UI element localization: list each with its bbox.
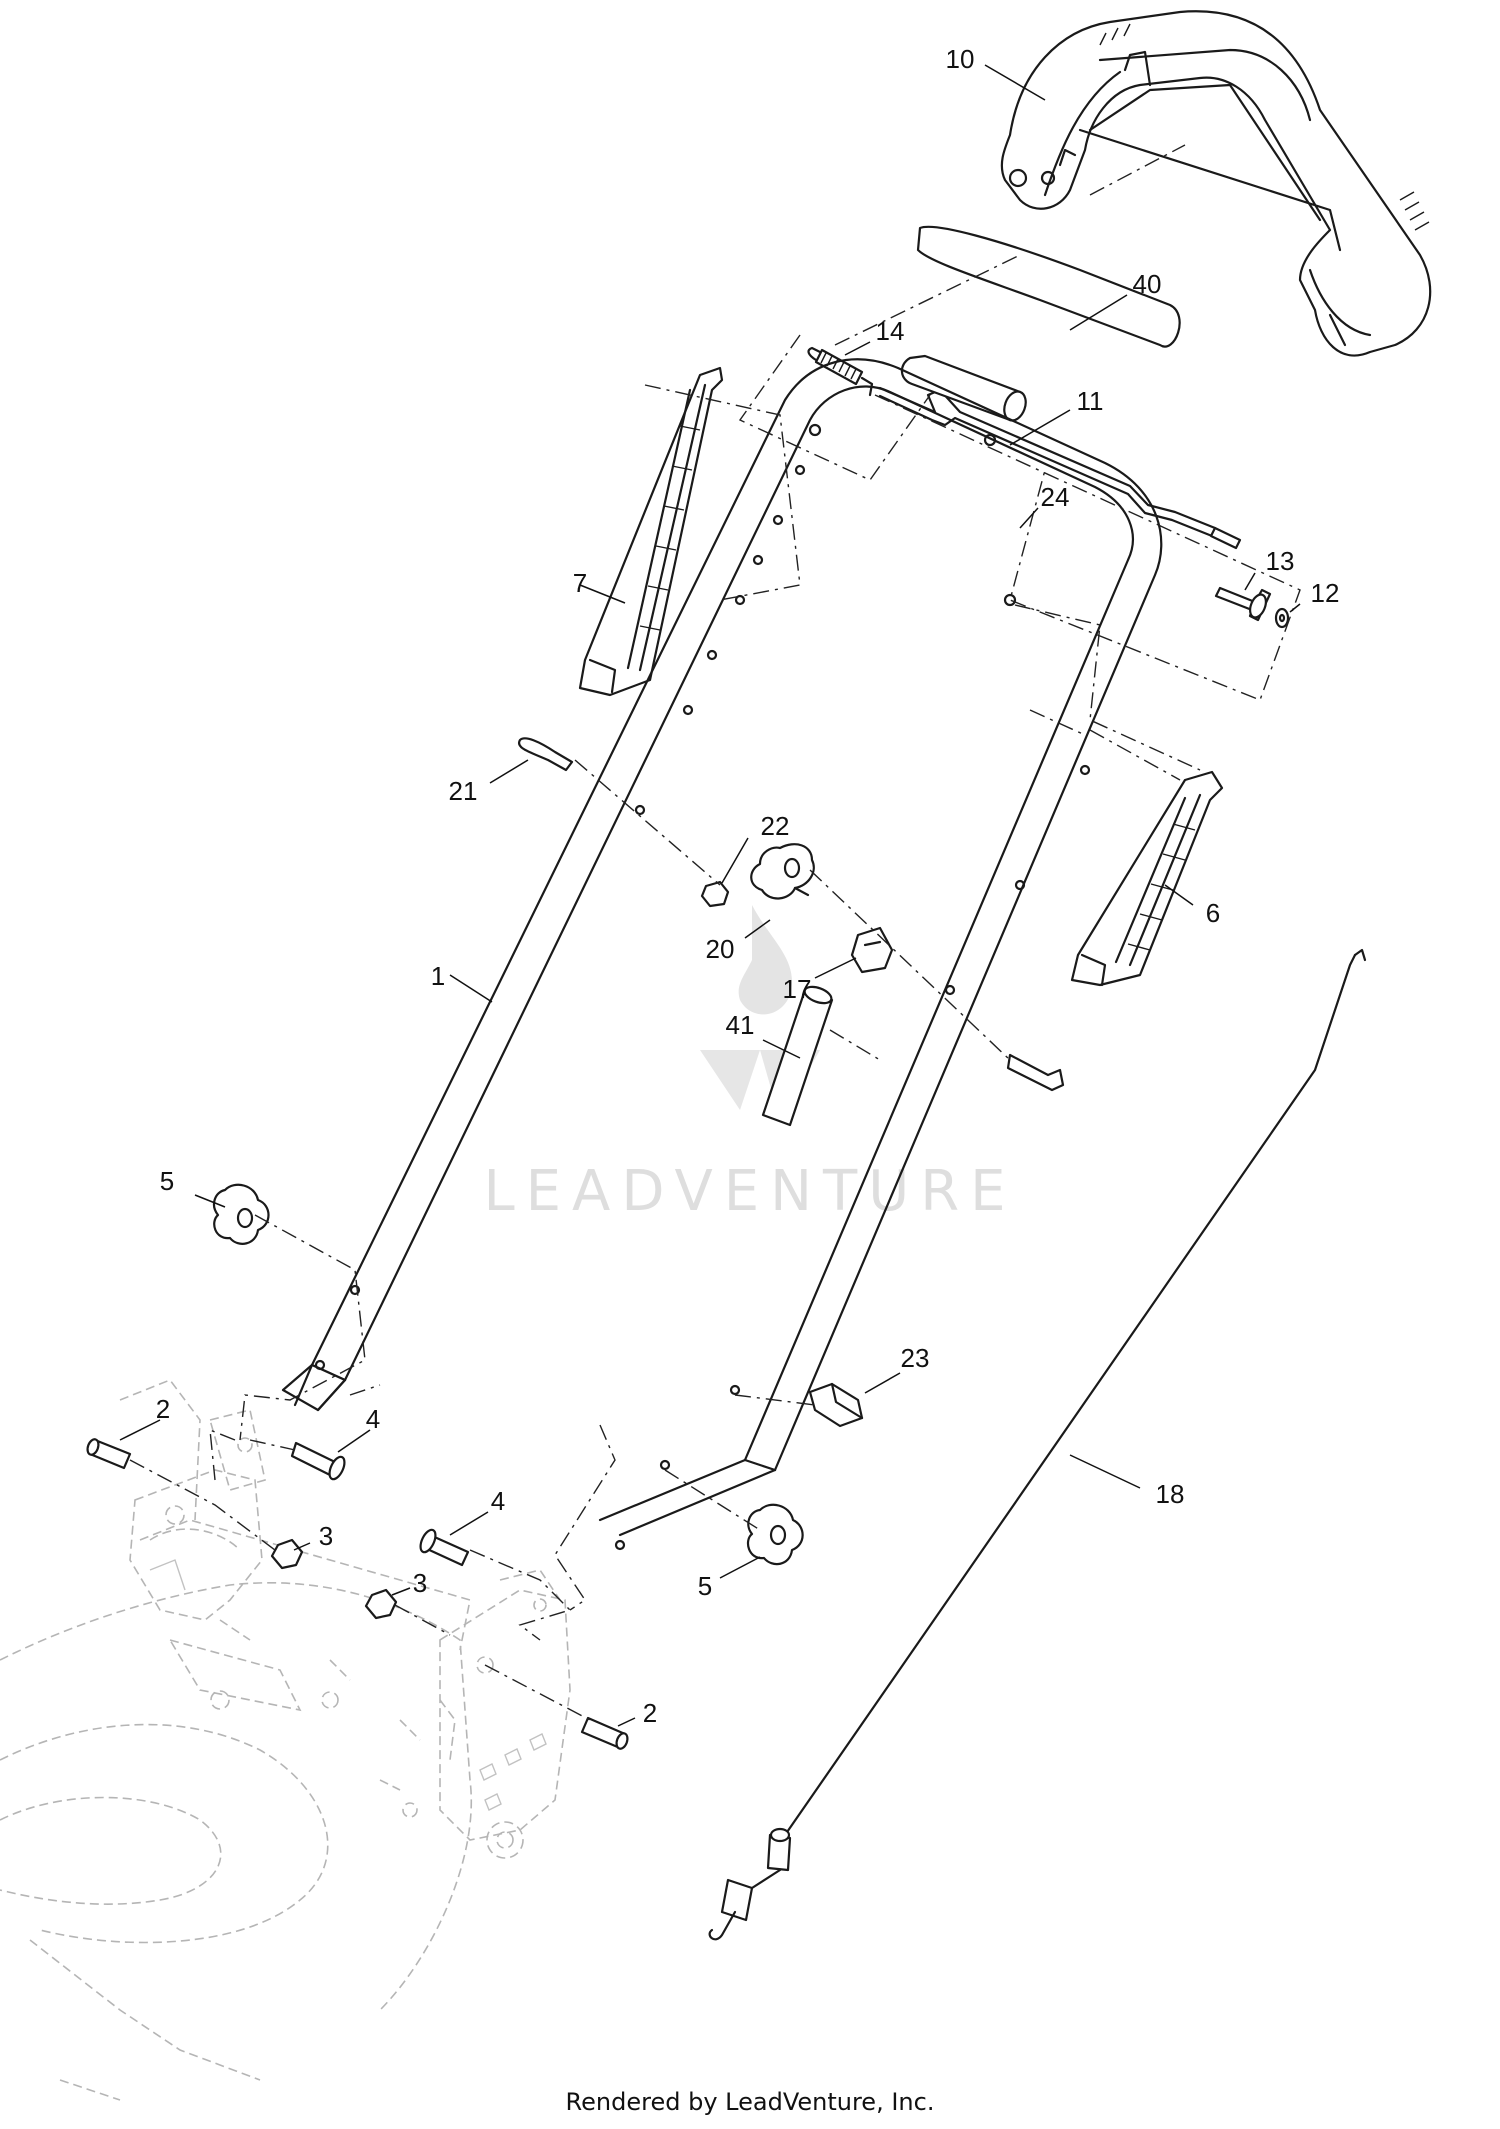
watermark: LEADVENTURE <box>483 905 1016 1224</box>
part-10-upper-handle <box>1000 10 1432 357</box>
part-7-left-guide <box>578 366 724 697</box>
part-6-right-guide <box>1070 770 1224 987</box>
callout-24: 24 <box>1041 482 1070 512</box>
callout-1: 1 <box>431 961 445 991</box>
callout-40: 40 <box>1133 269 1162 299</box>
assembly-lines <box>129 144 1301 1721</box>
callout-20: 20 <box>706 934 735 964</box>
part-5-knob-lower <box>746 1503 804 1566</box>
part-24-tube <box>900 354 1027 422</box>
callout-7: 7 <box>573 568 587 598</box>
callout-11: 11 <box>1077 386 1104 416</box>
part-4-bolt-upper <box>290 1441 346 1481</box>
callout-4-upper: 4 <box>366 1404 380 1434</box>
left-height-bracket <box>129 1409 266 1621</box>
right-height-bracket <box>439 1569 571 1859</box>
callout-12: 12 <box>1311 578 1340 608</box>
callout-17: 17 <box>783 974 812 1004</box>
part-3-nut-lower <box>364 1588 398 1620</box>
callout-18: 18 <box>1156 1479 1185 1509</box>
carriage-bolt <box>1006 1053 1065 1092</box>
callout-22: 22 <box>761 811 790 841</box>
watermark-text: LEADVENTURE <box>483 1159 1016 1224</box>
callout-13: 13 <box>1266 546 1295 576</box>
footer-credit: Rendered by LeadVenture, Inc. <box>566 2088 935 2116</box>
callout-14: 14 <box>876 316 905 346</box>
callout-3-lower: 3 <box>413 1568 427 1598</box>
part-20-knob <box>750 843 815 900</box>
callout-2-left: 2 <box>156 1394 170 1424</box>
part-11-control-bar <box>878 386 1242 550</box>
callout-labels: 10 40 14 11 24 13 12 7 21 22 6 20 17 1 4… <box>156 44 1340 1728</box>
part-4-bolt-lower <box>419 1528 470 1567</box>
part-12-washer <box>1274 607 1290 629</box>
callout-2-right: 2 <box>643 1698 657 1728</box>
part-17-cable-clip <box>850 926 894 974</box>
part-40-grip-pad <box>916 225 1181 348</box>
part-14-spring <box>807 346 874 397</box>
part-5-knob-upper <box>212 1183 270 1245</box>
part-22-nut <box>700 880 730 908</box>
callout-21: 21 <box>449 776 478 806</box>
part-1-main-handle <box>281 358 1163 1551</box>
part-21-pin <box>517 737 574 772</box>
part-23-bushing <box>808 1382 864 1428</box>
callout-5-upper: 5 <box>160 1166 174 1196</box>
callout-23: 23 <box>901 1343 930 1373</box>
callout-4-lower: 4 <box>491 1486 505 1516</box>
part-3-nut-upper <box>270 1538 304 1570</box>
part-18-cable <box>708 948 1367 1941</box>
leader-lines <box>119 64 1301 1727</box>
part-2-pin-right <box>580 1716 629 1750</box>
part-2-pin-left <box>86 1438 132 1470</box>
callout-6: 6 <box>1206 898 1220 928</box>
part-13-cable-fitting <box>1214 586 1272 622</box>
callout-5-lower: 5 <box>698 1571 712 1601</box>
callout-3-upper: 3 <box>319 1521 333 1551</box>
callout-41: 41 <box>726 1010 755 1040</box>
callout-10: 10 <box>946 44 975 74</box>
